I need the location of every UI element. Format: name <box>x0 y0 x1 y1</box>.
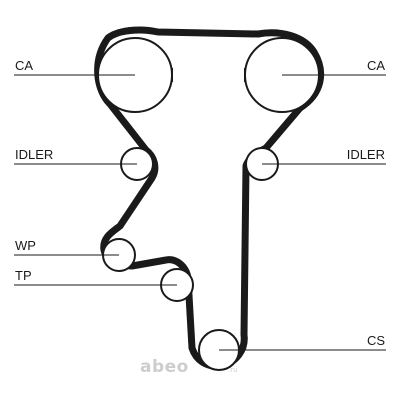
label-idler-left: IDLER <box>15 147 53 162</box>
label-idler-right: IDLER <box>347 147 385 162</box>
label-ca-right: CA <box>367 58 385 73</box>
label-ca-left: CA <box>15 58 33 73</box>
label-cs: CS <box>367 333 385 348</box>
label-wp: WP <box>15 238 36 253</box>
label-tp: TP <box>15 268 32 283</box>
watermark-logo: abeo .ru <box>140 357 238 377</box>
watermark-text: abeo <box>140 357 189 377</box>
watermark-suffix: .ru <box>228 366 238 374</box>
